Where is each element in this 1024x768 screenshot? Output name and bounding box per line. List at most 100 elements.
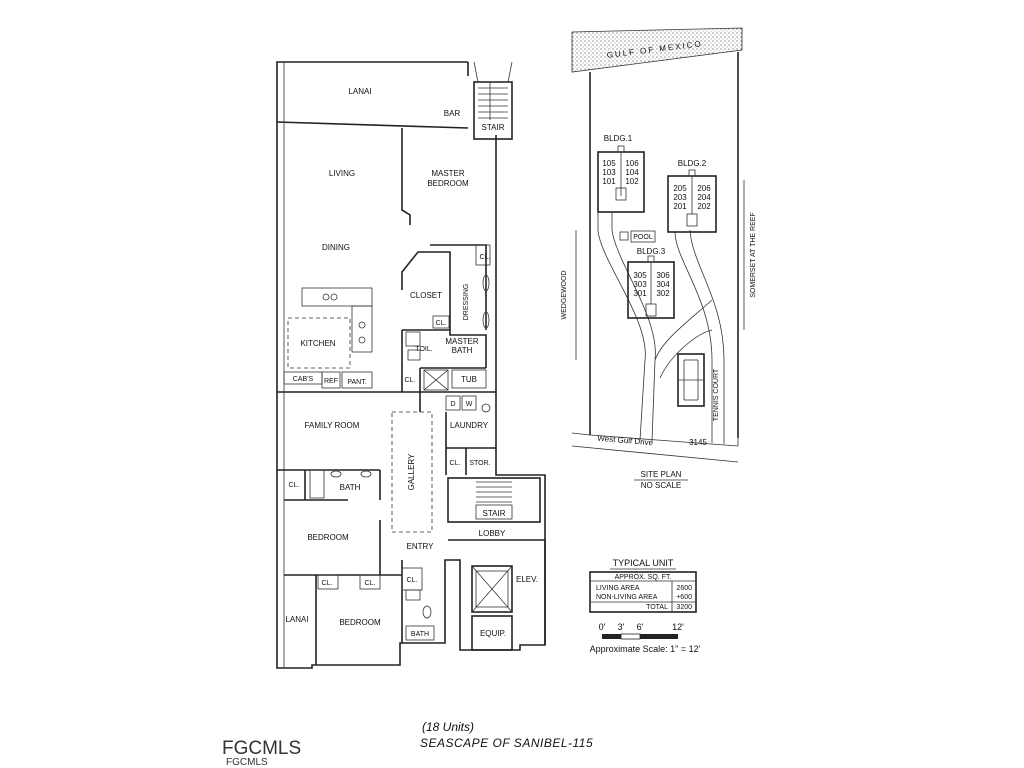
kitchen-counter-top: [301, 287, 373, 307]
bldg1-unit-103: 103: [602, 168, 616, 177]
typical-unit-table: TYPICAL UNIT APPROX. SQ. FT. LIVING AREA…: [589, 558, 697, 613]
label-master-bedroom-2: BEDROOM: [427, 179, 469, 188]
label-family-room: FAMILY ROOM: [305, 421, 360, 430]
label-bath: BATH: [340, 483, 361, 492]
middle-stair-box: [447, 477, 541, 523]
label-cabs: CAB'S: [293, 376, 314, 383]
bldg1-unit-102: 102: [625, 177, 639, 186]
bldg3-unit-303: 303: [633, 280, 647, 289]
label-bldg3: BLDG.3: [637, 247, 666, 256]
top-stair-treads: [478, 87, 508, 119]
label-entry: ENTRY: [407, 542, 435, 551]
label-address: 3145: [689, 438, 707, 447]
kitchen-counter-side: [351, 305, 373, 353]
label-bldg1: BLDG.1: [604, 134, 633, 143]
label-dressing: DRESSING: [463, 284, 470, 321]
typical-unit-nonliving-label: NON-LIVING AREA: [596, 594, 658, 601]
label-bedroom-1: BEDROOM: [307, 533, 349, 542]
label-stair-top: STAIR: [482, 123, 505, 132]
scale-tick-3: 3': [618, 622, 625, 632]
watermark: FGCMLS FGCMLS: [222, 738, 301, 768]
elevator-shaft: [471, 565, 513, 613]
closet-wall: [401, 251, 487, 368]
bldg1-unit-106: 106: [625, 159, 639, 168]
bldg3-unit-302: 302: [656, 289, 670, 298]
site-plan: GULF OF MEXICO: [571, 27, 745, 463]
lanai-edge: [276, 121, 469, 129]
scale-caption: Approximate Scale: 1" = 12': [590, 644, 701, 654]
floor-plan-labels: LANAI BAR STAIR LIVING MASTER BEDROOM DI…: [285, 87, 538, 638]
scale-bar: 0' 3' 6' 12' Approximate Scale: 1" = 12': [590, 622, 701, 654]
label-lanai-top: LANAI: [348, 87, 371, 96]
label-lanai-bottom: LANAI: [285, 615, 308, 624]
label-tub: TUB: [461, 375, 477, 384]
master-bedroom-bottom: [430, 244, 487, 330]
bldg2-unit-203: 203: [673, 193, 687, 202]
label-laundry: LAUNDRY: [450, 421, 489, 430]
watermark-big: FGCMLS: [222, 738, 301, 759]
label-pant: PANT.: [347, 379, 366, 386]
label-closet: CLOSET: [410, 291, 442, 300]
bldg1-unit-105: 105: [602, 159, 616, 168]
site-plan-labels: BLDG.1 105 103 101 106 104 102 BLDG.2 20…: [561, 134, 757, 490]
label-road: West Gulf Drive: [597, 434, 654, 448]
typical-unit-heading: TYPICAL UNIT: [613, 558, 674, 568]
bldg3-unit-306: 306: [656, 271, 670, 280]
label-stair-mid: STAIR: [483, 509, 506, 518]
label-washer: W: [466, 401, 473, 408]
label-master-bedroom-1: MASTER: [431, 169, 465, 178]
bldg3-unit-305: 305: [633, 271, 647, 280]
bldg2-unit-202: 202: [697, 202, 711, 211]
label-cl-bed-a: CL.: [322, 580, 333, 587]
bldg2-unit-201: 201: [673, 202, 687, 211]
label-ref: REF: [324, 378, 338, 385]
typical-unit-living-value: 2600: [676, 585, 692, 592]
scale-tick-6: 6': [637, 622, 644, 632]
label-equip: EQUIP.: [480, 629, 506, 638]
middle-stair-treads: [476, 481, 512, 503]
bldg1-unit-104: 104: [625, 168, 639, 177]
label-dryer: D: [450, 401, 455, 408]
master-bedroom-wall: [401, 128, 411, 225]
label-toil: TOIL.: [415, 346, 432, 353]
label-tennis: TENNIS COURT: [713, 368, 720, 421]
label-pool: POOL: [633, 234, 653, 241]
bldg1-unit-101: 101: [602, 177, 616, 186]
bldg3-unit-304: 304: [656, 280, 670, 289]
title-units: (18 Units): [422, 720, 474, 734]
typical-unit-total-label: TOTAL: [646, 604, 668, 611]
watermark-small: FGCMLS: [226, 757, 268, 768]
label-elev: ELEV.: [516, 575, 538, 584]
label-cl-entry: CL.: [407, 577, 418, 584]
pool-box: [630, 230, 656, 243]
label-master-bath-1: MASTER: [445, 337, 479, 346]
floor-plan: [276, 61, 546, 669]
label-bedroom-2: BEDROOM: [339, 618, 381, 627]
top-stair-landing: [473, 61, 513, 83]
kitchen-island: [287, 317, 351, 369]
label-bldg2: BLDG.2: [678, 159, 707, 168]
label-cl-bed-b: CL.: [365, 580, 376, 587]
label-cl-laundry: CL.: [450, 460, 461, 467]
typical-unit-nonliving-value: +600: [676, 594, 692, 601]
label-cl-dressing: CL.: [480, 254, 491, 261]
gallery-outline: [391, 411, 433, 533]
label-bar: BAR: [444, 109, 461, 118]
label-dining: DINING: [322, 243, 350, 252]
label-living: LIVING: [329, 169, 355, 178]
bldg2-unit-205: 205: [673, 184, 687, 193]
gulf-water: [571, 27, 743, 73]
typical-unit-total-value: 3200: [676, 604, 692, 611]
label-cl-bath: CL.: [289, 482, 300, 489]
scale-tick-0: 0': [599, 622, 606, 632]
label-gallery: GALLERY: [407, 453, 416, 490]
label-no-scale: NO SCALE: [641, 481, 681, 490]
label-wedgewood: WEDGEWOOD: [561, 271, 568, 320]
label-lobby: LOBBY: [479, 529, 506, 538]
title-block: (18 Units) SEASCAPE OF SANIBEL-115: [420, 720, 593, 750]
label-cl-closet: CL.: [436, 320, 447, 327]
label-cl-tub: CL.: [405, 377, 416, 384]
title-name: SEASCAPE OF SANIBEL-115: [420, 736, 593, 750]
label-bath-small: BATH: [411, 631, 429, 638]
